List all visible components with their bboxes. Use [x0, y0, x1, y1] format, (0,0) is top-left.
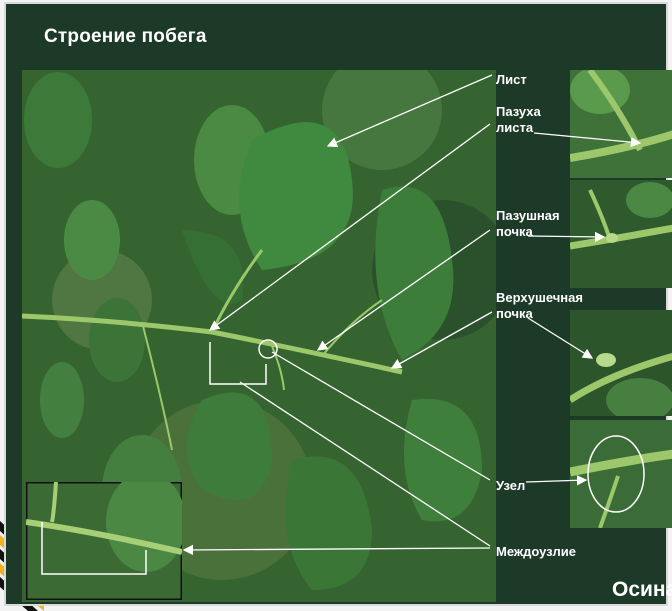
pointer-lines	[0, 0, 672, 611]
